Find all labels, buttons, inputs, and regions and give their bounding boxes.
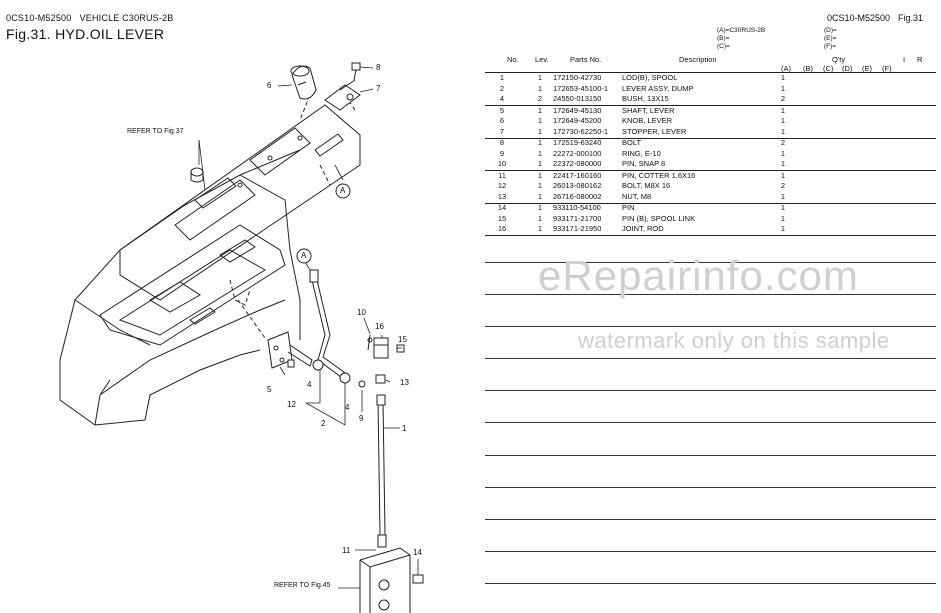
qty-col-c: (C) [823, 64, 834, 73]
doc-code: 0CS10-M52500 [6, 13, 72, 23]
lever-knob [290, 65, 317, 100]
document-header: 0CS10-M52500 VEHICLE C30RUS-2B [6, 13, 174, 23]
callout-14: 14 [413, 548, 422, 557]
callout-4b: 4 [345, 403, 350, 412]
empty-row-line [485, 551, 936, 552]
callout-15: 15 [398, 335, 407, 344]
figure-title: Fig.31. HYD.OIL LEVER [6, 26, 165, 42]
callout-6: 6 [267, 81, 272, 90]
legend-item: (A)=C30RUS-2B [717, 27, 766, 34]
legend-item: (F)= [824, 43, 837, 50]
bolt-8 [351, 62, 361, 81]
callout-5: 5 [267, 385, 272, 394]
e-ring [358, 380, 366, 388]
ref-marker-circle [335, 183, 351, 199]
col-header-r: R [917, 55, 923, 64]
model-legend-right: (D)= (E)= (F)= [824, 27, 837, 51]
ref-marker-a-upper: A [340, 186, 346, 195]
rod-joint [367, 334, 405, 384]
legend-item: (B)= [717, 35, 730, 42]
col-header-description: Description [679, 55, 717, 64]
legend-item: (C)= [717, 43, 730, 50]
callout-16: 16 [375, 322, 384, 331]
empty-row-line [485, 519, 936, 520]
ref-marker-a-lower: A [301, 251, 307, 260]
right-header: 0CS10-M52500 Fig.31 [827, 13, 931, 23]
qty-col-e: (E) [862, 64, 872, 73]
callout-7: 7 [376, 84, 381, 93]
empty-row-line [485, 487, 936, 488]
right-fig-number: Fig.31 [898, 13, 924, 23]
callout-11: 11 [342, 546, 351, 555]
callout-10: 10 [357, 308, 366, 317]
empty-row-line [485, 294, 936, 295]
refer-to-fig-45: REFER TO Fig.45 [274, 582, 331, 589]
lever-stopper [324, 79, 361, 111]
exploded-parts-diagram [59, 62, 424, 613]
col-header-qty: Q'ty [832, 55, 846, 64]
frame-outline [59, 149, 301, 426]
qty-col-f: (F) [882, 64, 892, 73]
callout-9: 9 [359, 414, 364, 423]
lever-shaft-bracket [267, 331, 313, 369]
phantom-lines [229, 94, 356, 339]
ref-marker-circle [296, 248, 312, 264]
legend-item: (D)= [824, 27, 837, 34]
watermark-site: eRepairinfo.com [538, 252, 859, 299]
watermark-note: watermark only on this sample [578, 328, 890, 353]
callout-1: 1 [402, 424, 407, 433]
qty-col-a: (A) [781, 64, 791, 73]
empty-row-line [485, 422, 936, 423]
empty-row-line [485, 262, 936, 263]
empty-row-line [485, 583, 936, 584]
right-doc-code: 0CS10-M52500 [827, 13, 891, 23]
empty-row-line [485, 358, 936, 359]
legend-item: (E)= [824, 35, 837, 42]
qty-col-d: (D) [842, 64, 853, 73]
col-header-parts-no: Parts No. [570, 55, 602, 64]
panel-plate [119, 104, 361, 301]
empty-row-line [485, 390, 936, 391]
col-header-lev: Lev. [535, 55, 549, 64]
qty-col-b: (B) [803, 64, 813, 73]
console-tray [99, 224, 286, 346]
callout-13: 13 [400, 378, 409, 387]
callout-leaders [198, 66, 419, 589]
empty-row-line [485, 326, 936, 327]
dump-lever [309, 269, 351, 384]
callout-4: 4 [307, 380, 312, 389]
grommet [190, 167, 204, 183]
col-header-i: I [903, 55, 906, 64]
callout-12: 12 [287, 400, 296, 409]
refer-to-fig-37: REFER TO Fig.37 [127, 128, 184, 135]
model-legend-left: (A)=C30RUS-2B (B)= (C)= [717, 27, 765, 51]
callout-8: 8 [376, 63, 381, 72]
spool-rod [376, 394, 387, 548]
control-valve [359, 547, 424, 613]
empty-row-line [485, 455, 936, 456]
callout-2: 2 [321, 419, 326, 428]
col-header-no: No. [507, 55, 519, 64]
vehicle-model: VEHICLE C30RUS-2B [79, 13, 174, 23]
